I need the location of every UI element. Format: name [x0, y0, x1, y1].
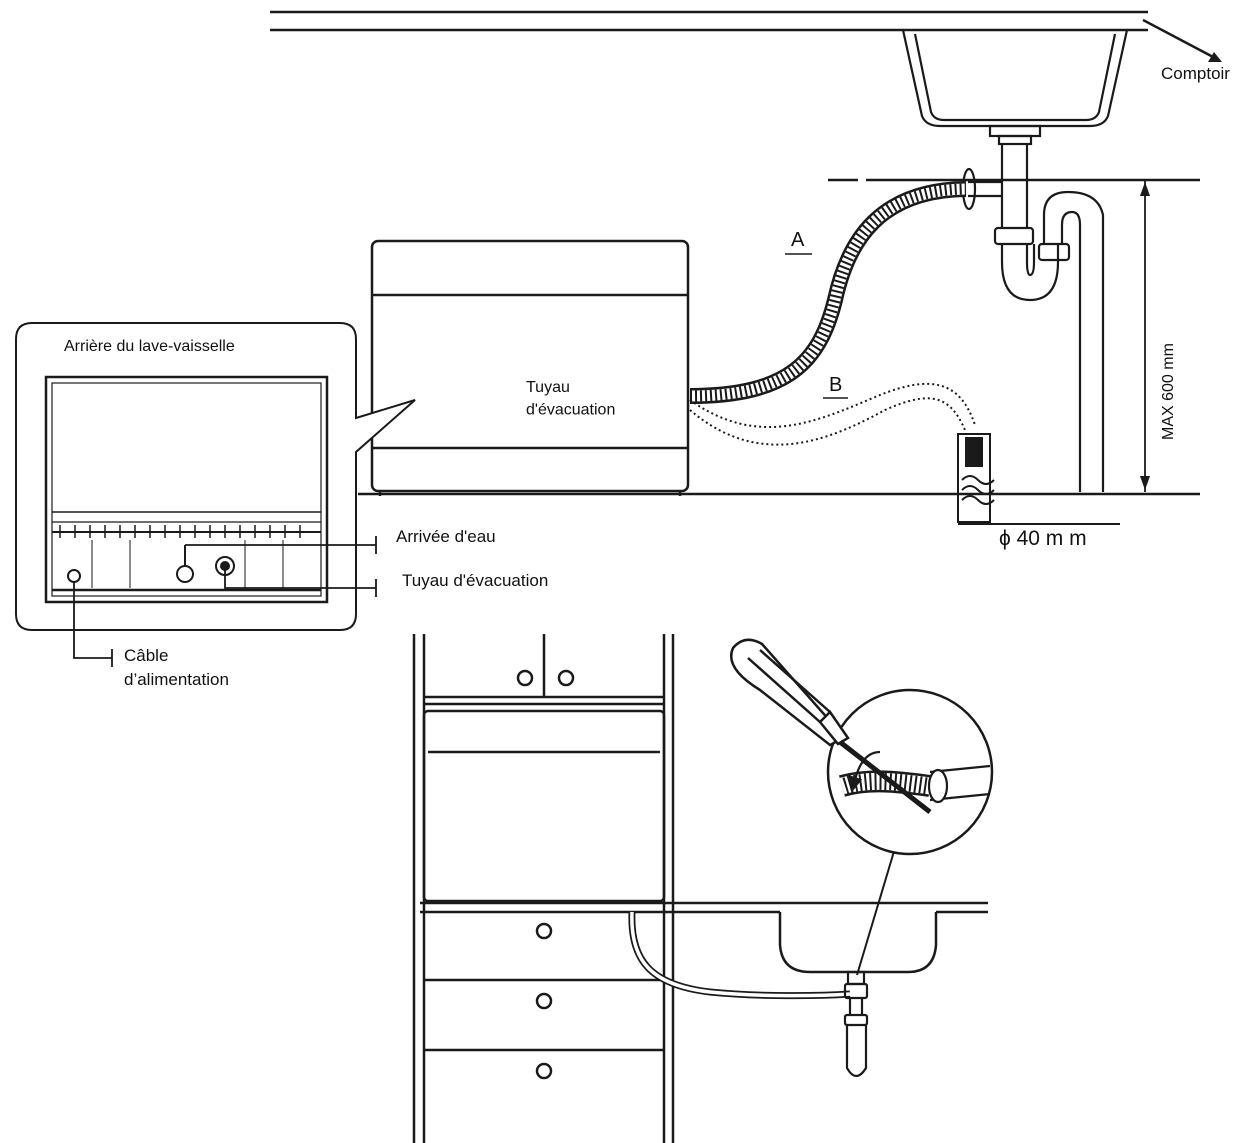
cabinet-countertop-and-sink [420, 901, 988, 974]
under-sink-drain-hose [628, 911, 851, 1000]
hose-a-label: A [791, 229, 805, 251]
dishwasher-rear-view [44, 375, 329, 604]
drain-hose-b [689, 382, 976, 446]
height-dimension [1140, 180, 1150, 492]
countertop [270, 10, 1148, 32]
zoom-detail-circle [826, 688, 994, 856]
drain-hose-main-label: Tuyau d'évacuation [526, 379, 615, 418]
power-cable-label: Câble d’alimentation [124, 646, 229, 689]
sink-drain-trap [961, 124, 1105, 492]
rear-water-inlet-port [176, 545, 194, 583]
cabinet-drawers [424, 922, 664, 1080]
countertop-label: Comptoir [1161, 64, 1230, 83]
max-height-label: MAX 600 mm [1160, 343, 1177, 440]
countertop-pointer-arrow [1142, 18, 1222, 62]
dishwasher-in-cabinet [422, 709, 666, 903]
drain-diameter-label: ϕ 40 m m [999, 527, 1087, 550]
drain-hose-rear-label: Tuyau d'évacuation [402, 571, 548, 590]
dishwasher-unit [370, 239, 690, 496]
rear-view-callout [15, 322, 416, 631]
screwdriver-icon [730, 638, 932, 814]
zoom-pointer-line [856, 837, 899, 976]
rear-view-title: Arrière du lave-vaisselle [64, 338, 235, 355]
label-line: d’alimentation [124, 670, 229, 689]
under-sink-trap [843, 970, 869, 1078]
hose-b-label: B [829, 374, 842, 396]
leader-lines [73, 536, 377, 667]
standpipe [957, 433, 995, 523]
sink-basin [901, 29, 1129, 128]
water-inlet-label: Arrivée d'eau [396, 527, 496, 546]
drain-hose-a [689, 181, 967, 404]
label-line: d'évacuation [526, 401, 615, 418]
